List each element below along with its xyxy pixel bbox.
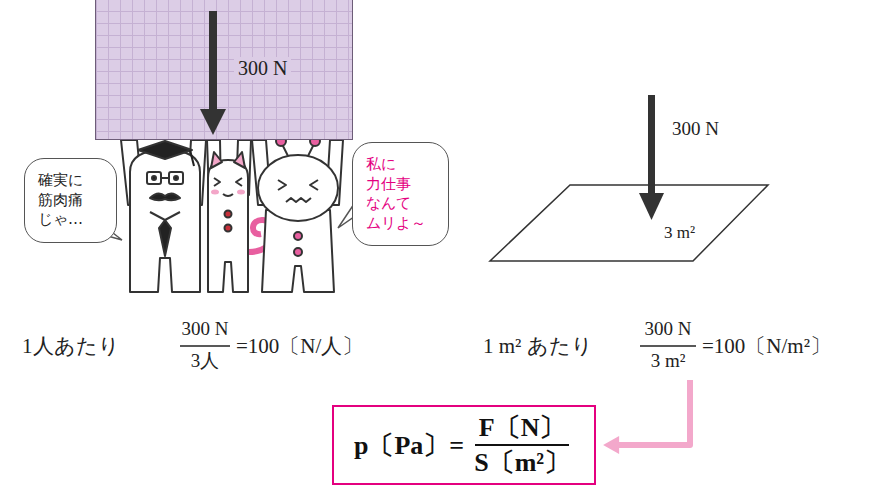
professor-figure	[138, 141, 192, 159]
professor-figure	[169, 172, 183, 184]
antenna-figure	[258, 155, 338, 221]
cat-figure	[236, 178, 242, 186]
fraction-denominator: 3 m²	[651, 350, 686, 372]
equation-text: 1人あたり	[22, 334, 120, 358]
antenna-figure	[294, 248, 302, 256]
force-arrow	[648, 95, 655, 195]
antenna-figure	[252, 136, 343, 292]
cat-figure	[237, 190, 245, 195]
formula-box: p〔Pa〕=F〔N〕S〔m²〕	[332, 405, 596, 485]
force-arrowhead	[639, 193, 664, 220]
guide-arrow	[617, 380, 690, 445]
force-label: 300 N	[672, 118, 719, 140]
speech-text: 私に 力仕事 なんて ムリよ～	[366, 155, 435, 233]
cat-figure	[225, 225, 232, 232]
arrow-layer	[96, 0, 354, 141]
professor-figure	[161, 177, 169, 179]
professor-figure	[190, 150, 194, 166]
force-arrowhead	[200, 109, 226, 135]
force-label: 300 N	[234, 57, 291, 80]
plane-shape	[490, 185, 768, 261]
fraction-denominator: 3人	[191, 350, 220, 372]
cat-figure	[211, 190, 219, 195]
equation-result: =100〔N/人〕	[236, 334, 363, 358]
antenna-figure	[310, 180, 318, 190]
cat-figure	[214, 178, 220, 186]
load-box: 300 N	[95, 0, 353, 140]
area-label: 3 m²	[664, 223, 695, 243]
professor-figure	[150, 212, 180, 220]
professor-figure	[152, 176, 156, 180]
cat-figure	[225, 211, 232, 218]
fraction-bar	[640, 345, 696, 347]
plane-outline	[488, 183, 770, 263]
force-arrow	[209, 11, 217, 111]
cat-figure	[234, 152, 245, 168]
speech-bubble: 確実に 筋肉痛 じゃ…	[24, 158, 117, 243]
area-plane: 3 m²	[488, 183, 770, 263]
antenna-figure	[278, 180, 286, 190]
professor-figure	[159, 220, 171, 256]
professor-figure	[121, 140, 206, 292]
cat-figure	[223, 194, 233, 196]
equation-result: =100〔N/m²〕	[702, 334, 831, 358]
formula-denominator: S〔m²〕	[470, 446, 574, 478]
professor-figure	[174, 176, 178, 180]
fraction-numerator: 300 N	[645, 318, 692, 340]
formula-fraction: F〔N〕S〔m²〕	[470, 412, 574, 478]
professor-figure	[130, 150, 200, 292]
speech-bubble: 私に 力仕事 なんて ムリよ～	[352, 142, 449, 246]
cat-figure	[211, 152, 222, 168]
antenna-figure	[262, 210, 334, 292]
fraction-numerator: 300 N	[182, 318, 229, 340]
formula-numerator: F〔N〕	[475, 412, 570, 446]
fraction-bar	[180, 345, 230, 347]
antenna-figure	[294, 232, 302, 240]
cat-figure	[208, 160, 248, 292]
professor-figure	[150, 193, 180, 200]
antenna-figure	[286, 198, 311, 202]
guide-arrowhead	[603, 436, 619, 454]
professor-figure	[147, 172, 161, 184]
formula-lhs: p〔Pa〕=	[354, 430, 464, 461]
speech-text: 確実に 筋肉痛 じゃ…	[38, 171, 103, 230]
equation-text: 1 m² あたり	[483, 334, 593, 358]
